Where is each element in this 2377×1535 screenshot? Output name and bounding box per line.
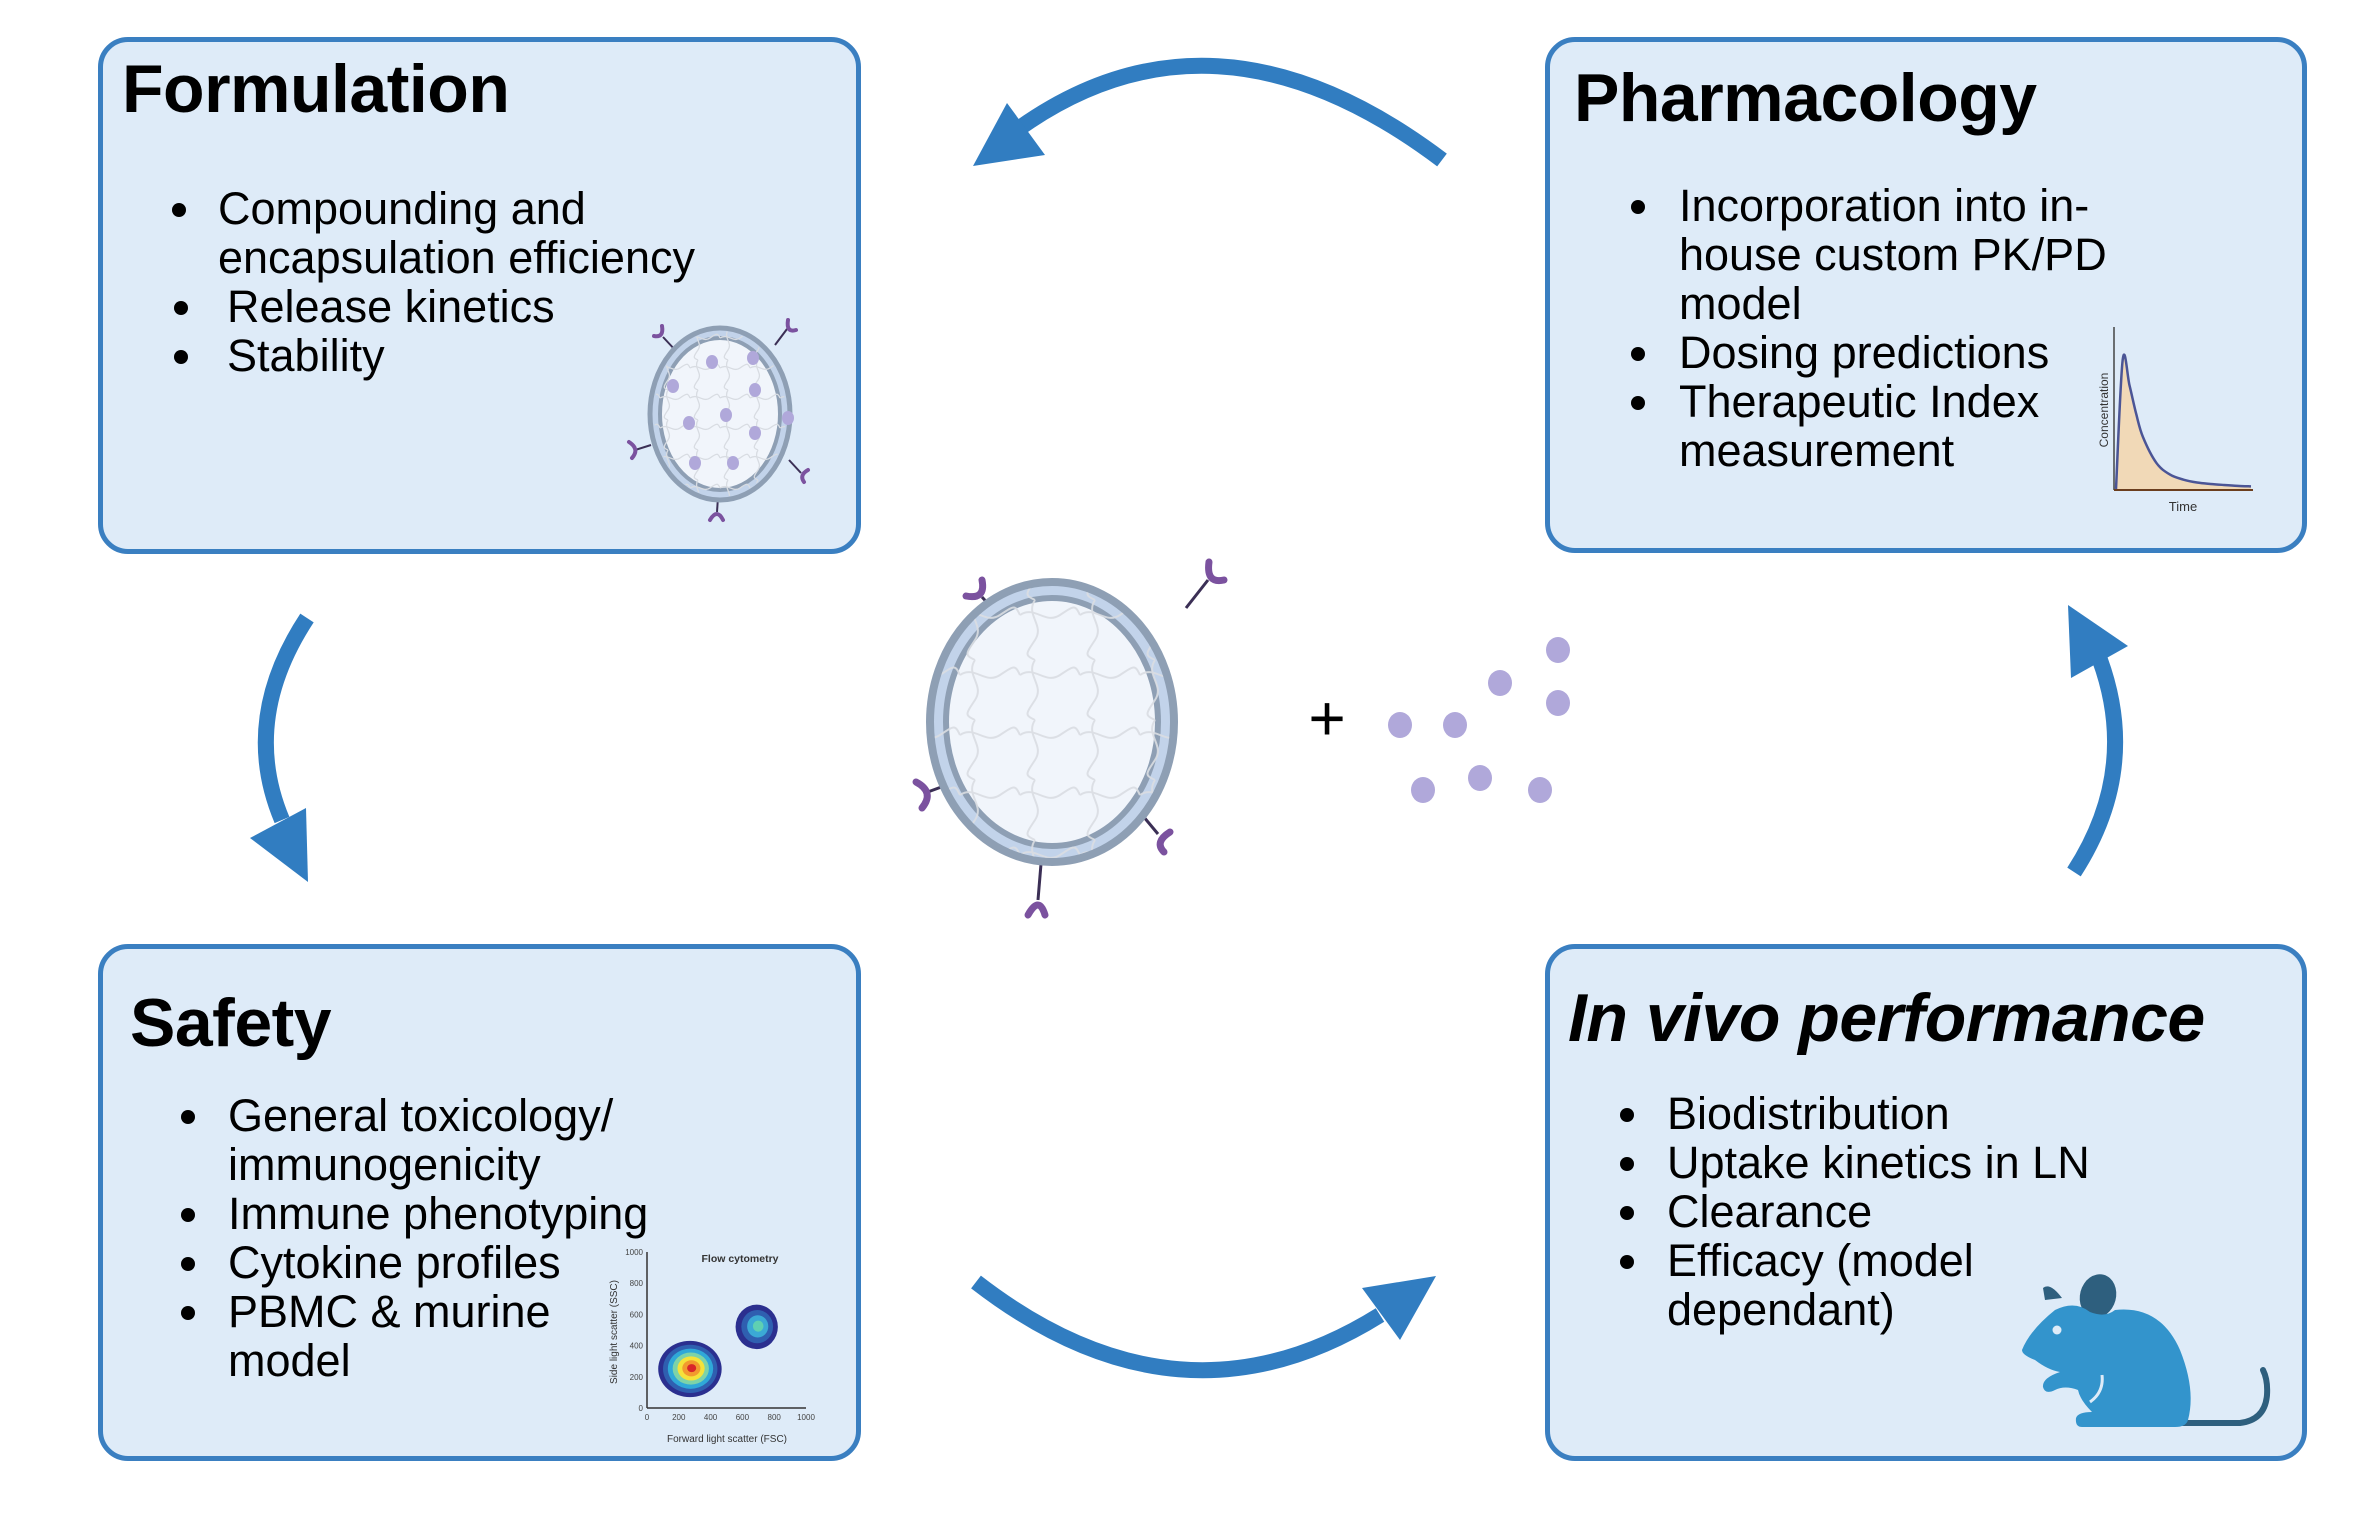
list-item: Biodistribution [1620, 1089, 2090, 1138]
arrow-formulation-to-safety [250, 613, 314, 882]
arrow-pharmacology-to-formulation [973, 57, 1447, 167]
flow-y-tick-label: 200 [630, 1373, 644, 1382]
safety-list: General toxicology/ immunogenicity Immun… [181, 1091, 648, 1385]
bullet-icon [181, 1306, 195, 1320]
invivo-list: Biodistribution Uptake kinetics in LN Cl… [1620, 1089, 2090, 1334]
antibody-icon [1184, 558, 1228, 609]
drug-molecules [1388, 637, 1570, 803]
flow-x-tick-label: 1000 [797, 1413, 815, 1422]
bullet-icon [181, 1257, 195, 1271]
plus-sign: + [1308, 682, 1345, 754]
drug-dot-icon [1388, 712, 1412, 738]
drug-dot-icon [727, 456, 739, 470]
bullet-icon [1620, 1157, 1634, 1171]
safety-title: Safety [130, 985, 332, 1061]
flow-density-contour [687, 1364, 697, 1373]
drug-dot-icon [782, 411, 794, 425]
drug-dot-icon [1468, 765, 1492, 791]
pharmacology-title: Pharmacology [1574, 60, 2037, 136]
drug-dot-icon [1528, 777, 1552, 803]
flow-y-tick-label: 600 [630, 1310, 644, 1319]
flow-x-tick-label: 400 [704, 1413, 718, 1422]
flow-cytometry-plot: 0 200 400 600 800 1000 0 200 400 600 800 1000 Flow … [609, 1248, 815, 1445]
drug-dot-icon [1411, 777, 1435, 803]
mouse-icon [2022, 1274, 2271, 1427]
invivo-title: In vivo performance [1568, 980, 2205, 1056]
drug-dot-icon [720, 408, 732, 422]
formulation-title: Formulation [122, 51, 510, 127]
antibody-icon [1024, 863, 1049, 919]
pk-curve-line [2114, 353, 2252, 490]
flow-x-tick-label: 600 [736, 1413, 750, 1422]
list-item: Incorporation into in- house custom PK/P… [1631, 181, 2107, 328]
list-item: Cytokine profiles [181, 1238, 648, 1287]
flow-y-label: Side light scatter (SSC) [609, 1280, 620, 1384]
drug-dot-icon [683, 416, 695, 430]
bullet-icon [1620, 1206, 1634, 1220]
pharmacology-list: Incorporation into in- house custom PK/P… [1631, 181, 2107, 475]
bullet-icon [1620, 1255, 1634, 1269]
bullet-icon [172, 203, 186, 217]
bullet-icon [1631, 347, 1645, 361]
flow-x-label: Forward light scatter (FSC) [667, 1434, 787, 1445]
flow-y-tick-label: 400 [630, 1342, 644, 1351]
drug-dot-icon [1546, 637, 1570, 663]
flow-y-tick-label: 0 [639, 1404, 644, 1413]
bullet-icon [181, 1208, 195, 1222]
flow-y-tick-label: 800 [630, 1279, 644, 1288]
pk-curve-area [2116, 354, 2251, 489]
pk-concentration-time-chart: Time Concentration [2097, 327, 2253, 514]
drug-dot-icon [689, 456, 701, 470]
list-item: Therapeutic Index measurement [1631, 377, 2107, 475]
drug-dot-icon [747, 351, 759, 365]
flow-x-tick-label: 0 [645, 1413, 650, 1422]
flow-y-tick-label: 1000 [625, 1248, 643, 1257]
list-item: Dosing predictions [1631, 328, 2107, 377]
bullet-icon [181, 1110, 195, 1124]
flow-x-tick-label: 800 [768, 1413, 782, 1422]
drug-dot-icon [1488, 670, 1512, 696]
list-item: Stability [172, 331, 695, 380]
bullet-icon [174, 350, 188, 364]
pk-x-label: Time [2169, 499, 2197, 514]
drug-dot-icon [1443, 712, 1467, 738]
list-item: PBMC & murine model [181, 1287, 648, 1385]
bullet-icon [1631, 396, 1645, 410]
bullet-icon [174, 301, 188, 315]
safety-card: Safety General toxicology/ immunogenicit… [98, 944, 861, 1461]
drug-dot-icon [1546, 690, 1570, 716]
arrow-safety-to-invivo [971, 1275, 1436, 1379]
pk-y-label: Concentration [2097, 373, 2111, 448]
drug-dot-icon [749, 426, 761, 440]
flow-density-contour [752, 1320, 764, 1332]
list-item: General toxicology/ immunogenicity [181, 1091, 648, 1189]
list-item: Immune phenotyping [181, 1189, 648, 1238]
drug-dot-icon [667, 379, 679, 393]
drug-dot-icon [749, 383, 761, 397]
bullet-icon [1631, 200, 1645, 214]
list-item: Compounding and encapsulation efficiency [172, 184, 695, 282]
bullet-icon [1620, 1108, 1634, 1122]
pharmacology-card: Pharmacology Incorporation into in- hous… [1545, 37, 2307, 553]
list-item: Release kinetics [172, 282, 695, 331]
list-item: Clearance [1620, 1187, 2090, 1236]
flow-title: Flow cytometry [701, 1253, 778, 1265]
nanoparticle-illustration [912, 558, 1228, 919]
drug-dot-icon [706, 355, 718, 369]
loaded-nanoparticle-illustration [627, 318, 810, 522]
formulation-card: Formulation Compounding and encapsulatio… [98, 37, 861, 554]
arrow-invivo-to-pharmacology [2067, 605, 2128, 877]
flow-x-tick-label: 200 [672, 1413, 686, 1422]
list-item: Efficacy (model dependant) [1620, 1236, 2090, 1334]
list-item: Uptake kinetics in LN [1620, 1138, 2090, 1187]
formulation-list: Compounding and encapsulation efficiency… [172, 184, 695, 380]
